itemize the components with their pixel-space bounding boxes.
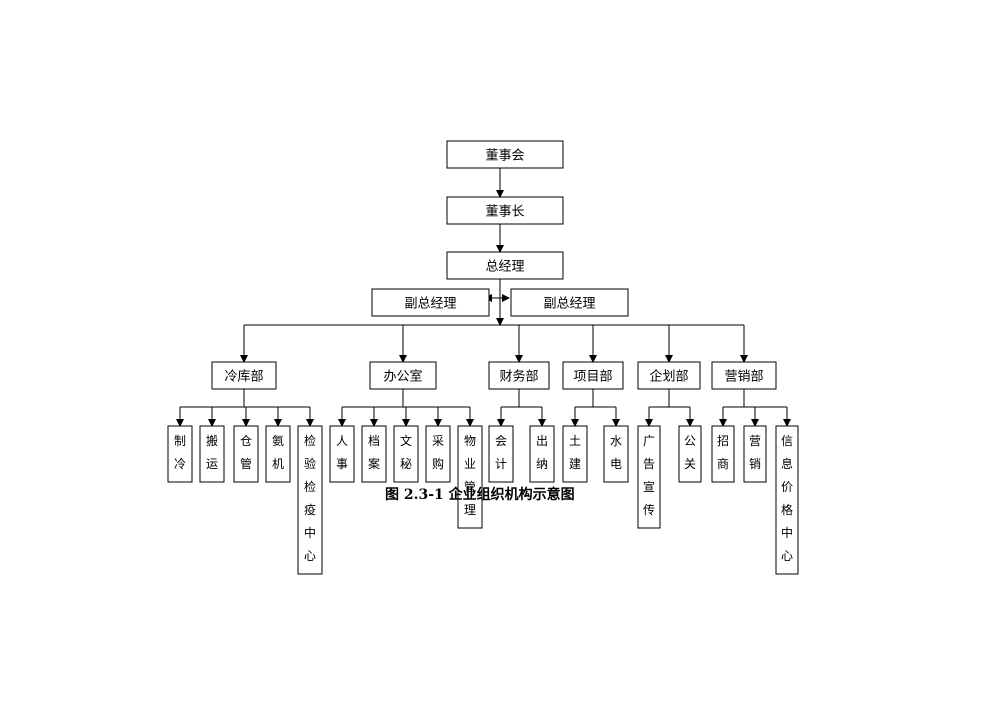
unit-label: 信息价格中心 [781, 434, 793, 563]
unit-label: 搬运 [206, 433, 218, 471]
unit-box: 会计 [488, 425, 514, 483]
unit-box: 制冷 [167, 425, 193, 483]
general-manager-box: 总经理 [446, 251, 564, 280]
unit-label: 公关 [684, 434, 696, 471]
unit-box: 公关 [678, 425, 702, 483]
unit-box: 检验检疫中心 [297, 425, 323, 575]
unit-label: 人事 [336, 434, 348, 471]
node-label: 总经理 [485, 260, 524, 275]
node-label: 营销部 [724, 370, 763, 385]
connector-lines [176, 168, 791, 427]
unit-label: 文秘 [400, 433, 412, 471]
unit-label: 招商 [717, 434, 729, 471]
unit-box: 仓管 [233, 425, 259, 483]
department-box: 项目部 [562, 361, 624, 390]
unit-box: 水电 [603, 425, 629, 483]
unit-box: 土建 [562, 425, 588, 483]
node-label: 董事长 [485, 205, 524, 220]
figure-caption: 图 2.3-1 企业组织机构示意图 [385, 486, 575, 503]
chairman-box: 董事长 [446, 196, 564, 225]
unit-box: 营销 [743, 425, 767, 483]
unit-box: 人事 [329, 425, 355, 483]
unit-label: 档案 [368, 434, 380, 471]
department-box: 营销部 [711, 361, 777, 390]
unit-box: 氨机 [265, 425, 291, 483]
unit-box: 采购 [425, 425, 451, 483]
node-label: 财务部 [499, 369, 538, 385]
unit-label: 水电 [610, 434, 622, 471]
unit-label: 会计 [495, 434, 507, 471]
unit-box: 物业管理 [457, 425, 483, 529]
unit-box: 出纳 [529, 425, 555, 483]
deputy-manager-box-right: 副总经理 [510, 288, 629, 317]
unit-box: 搬运 [199, 425, 225, 483]
deputy-manager-box-left: 副总经理 [371, 288, 490, 317]
unit-box: 信息价格中心 [775, 425, 799, 575]
unit-label: 营销 [749, 434, 761, 471]
department-box: 办公室 [369, 361, 437, 390]
unit-label: 仓管 [240, 434, 252, 471]
unit-box: 招商 [711, 425, 735, 483]
node-label: 董事会 [485, 149, 524, 164]
unit-label: 土建 [569, 434, 581, 471]
unit-label: 氨机 [272, 434, 284, 471]
unit-label: 物业管理 [464, 434, 476, 517]
node-label: 副总经理 [404, 297, 456, 312]
department-box: 财务部 [488, 361, 550, 390]
unit-label: 制冷 [174, 434, 186, 471]
department-box: 企划部 [637, 361, 701, 390]
unit-label: 出纳 [536, 434, 548, 471]
unit-label: 检验检疫中心 [304, 433, 316, 563]
unit-box: 文秘 [393, 425, 419, 483]
unit-label: 广告宣传 [643, 434, 655, 517]
department-box: 冷库部 [211, 361, 277, 390]
unit-box: 档案 [361, 425, 387, 483]
board-box: 董事会 [446, 140, 564, 169]
node-label: 冷库部 [224, 369, 263, 385]
node-label: 副总经理 [543, 297, 595, 312]
node-label: 项目部 [573, 370, 612, 385]
unit-box: 广告宣传 [637, 425, 661, 529]
unit-label: 采购 [432, 434, 444, 471]
node-label: 企划部 [649, 369, 688, 385]
node-label: 办公室 [383, 369, 422, 385]
